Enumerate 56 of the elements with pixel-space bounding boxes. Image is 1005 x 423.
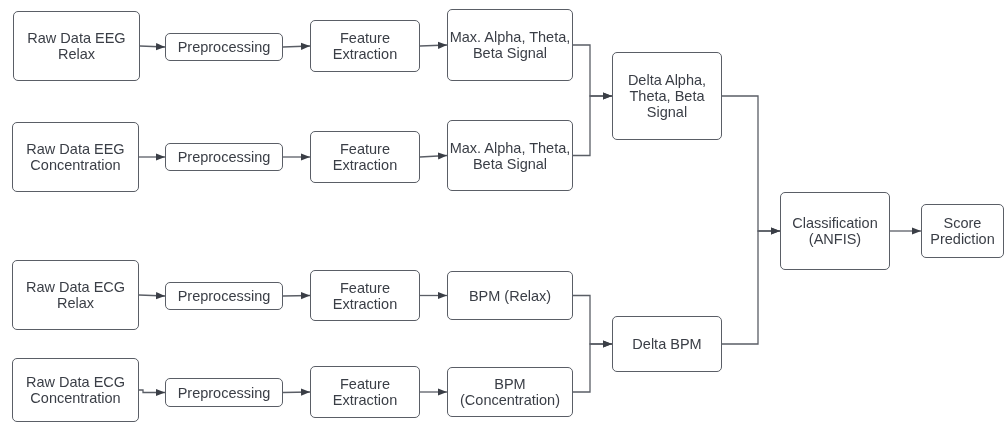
arrow [138, 292, 166, 300]
arrow [282, 292, 311, 300]
arrow [138, 388, 166, 397]
process-box [447, 120, 573, 191]
arrow [572, 340, 613, 393]
box-label: Delta BPM [632, 336, 702, 352]
arrow [419, 41, 448, 49]
process-box [310, 20, 420, 72]
box-label: Delta Alpha, Theta, Beta Signal [626, 72, 708, 120]
arrow [572, 92, 613, 157]
arrow [419, 152, 448, 160]
arrow [282, 42, 311, 50]
arrow [419, 388, 448, 396]
process-box [165, 282, 283, 310]
process-box [780, 192, 890, 270]
process-box [921, 204, 1004, 258]
box-label: Raw Data EEG Concentration [25, 141, 126, 173]
process-box [310, 270, 420, 321]
process-box [13, 11, 140, 81]
process-box [447, 271, 573, 320]
box-label: Preprocessing [177, 149, 271, 165]
process-box [12, 122, 139, 192]
process-box [310, 131, 420, 183]
box-label: Preprocessing [177, 39, 271, 55]
arrow [282, 388, 311, 396]
box-label: Raw Data ECG Concentration [24, 374, 127, 406]
box-label: Classification (ANFIS) [791, 215, 879, 247]
box-label: BPM (Concentration) [459, 376, 561, 408]
arrow [138, 153, 166, 161]
box-label: Feature Extraction [331, 30, 399, 62]
box-label: Raw Data EEG Relax [26, 30, 127, 62]
process-box [12, 260, 139, 330]
arrow [721, 227, 781, 345]
arrow [419, 291, 448, 300]
process-box [447, 367, 573, 417]
process-box [165, 143, 283, 171]
arrow [139, 43, 166, 51]
box-label: Raw Data ECG Relax [24, 279, 127, 311]
box-label: Feature Extraction [331, 376, 399, 408]
box-label: BPM (Relax) [468, 287, 552, 304]
process-box [310, 366, 420, 418]
process-box [612, 52, 722, 140]
box-label: Preprocessing [177, 288, 271, 304]
process-box [165, 33, 283, 61]
process-box [612, 316, 722, 372]
arrow [282, 153, 311, 161]
process-box [12, 358, 139, 422]
box-label: Preprocessing [177, 384, 271, 401]
box-label: Feature Extraction [331, 141, 399, 173]
box-label: Max. Alpha, Theta, Beta Signal [448, 29, 572, 61]
process-box [447, 9, 573, 81]
box-label: Feature Extraction [331, 279, 399, 312]
arrow [889, 227, 922, 235]
box-label: Score Prediction [929, 215, 996, 247]
box-label: Max. Alpha, Theta, Beta Signal [448, 139, 572, 172]
process-box [165, 378, 283, 407]
